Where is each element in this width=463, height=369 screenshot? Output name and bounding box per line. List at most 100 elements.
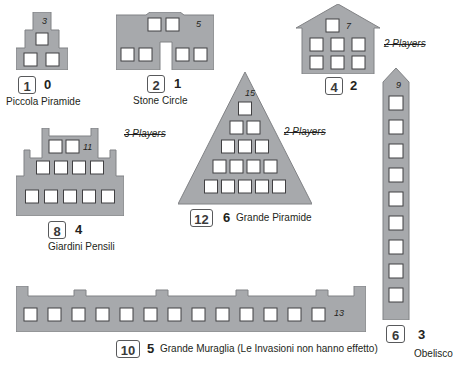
stage-slot	[310, 56, 323, 69]
stage-slot	[264, 160, 277, 173]
stage-slot	[213, 160, 226, 173]
stage-slot	[96, 308, 109, 321]
stage-slot	[72, 308, 85, 321]
stage-slot	[389, 96, 403, 110]
stone-circle-shape: 5	[116, 12, 214, 70]
wonder-name: Giardini Pensili	[48, 241, 115, 253]
stage-slot	[389, 144, 403, 158]
stage-slot	[46, 53, 59, 66]
stage-slot	[288, 308, 301, 321]
points-value: 5	[147, 341, 154, 356]
stage-slot	[24, 53, 37, 66]
stage-slot	[240, 308, 253, 321]
stage-slot	[205, 180, 218, 193]
stage-slot	[64, 190, 77, 203]
cost-box: 10	[116, 340, 140, 358]
grande-muraglia-shape: 13	[16, 286, 366, 332]
player-note: 2 Players	[384, 38, 426, 50]
slot-count: 5	[196, 19, 201, 29]
cost-box: 1	[18, 76, 36, 94]
stage-slot	[45, 190, 58, 203]
slot-count: 13	[334, 308, 344, 318]
stage-slot	[102, 190, 115, 203]
stage-slot	[83, 190, 96, 203]
stage-slot	[48, 308, 61, 321]
stage-slot	[389, 264, 403, 278]
points-value: 2	[350, 78, 357, 93]
points-value: 3	[418, 327, 425, 342]
stage-slot	[331, 56, 344, 69]
cost-number: 4	[330, 80, 337, 95]
stage-slot	[389, 168, 403, 182]
slot-count: 9	[396, 80, 401, 90]
stage-slot	[49, 140, 62, 153]
wonder-outline	[382, 68, 410, 320]
wonder-silhouette	[16, 286, 366, 332]
stage-slot	[239, 102, 252, 115]
cost-box: 6	[386, 325, 405, 343]
stage-slot	[326, 19, 339, 32]
stage-slot	[73, 161, 86, 174]
stage-slot	[36, 33, 48, 45]
stage-slot	[148, 18, 161, 31]
cost-box: 12	[190, 209, 213, 227]
stage-slot	[331, 38, 344, 51]
cost-number: 12	[194, 212, 208, 227]
stage-slot	[26, 190, 39, 203]
wonder-silhouette	[296, 4, 380, 74]
wonder-name: Stone Circle	[133, 95, 187, 107]
slot-count: 15	[245, 88, 255, 98]
stage-slot	[239, 140, 252, 153]
stage-slot	[24, 308, 37, 321]
stage-slot	[389, 192, 403, 206]
stage-slot	[168, 308, 181, 321]
wonder-outline	[16, 286, 366, 332]
stage-slot	[239, 180, 252, 193]
wonder-silhouette	[178, 72, 312, 204]
cost-number: 6	[392, 328, 399, 343]
cost-number: 8	[53, 224, 60, 239]
stage-slot	[144, 308, 157, 321]
stage-slot	[352, 56, 365, 69]
stage-slot	[216, 308, 229, 321]
points-value: 0	[44, 77, 51, 92]
stage-slot	[222, 180, 235, 193]
stage-slot	[247, 160, 260, 173]
stage-slot	[166, 18, 179, 31]
points-value: 4	[75, 222, 82, 237]
cost-box: 4	[325, 77, 343, 95]
stage-slot	[230, 121, 243, 134]
wonder-outline	[296, 4, 380, 74]
player-note: 2 Players	[284, 126, 326, 138]
stage-slot	[273, 180, 286, 193]
stage-slot	[256, 140, 269, 153]
stage-slot	[194, 48, 207, 61]
wonder-name: Obelisco	[414, 348, 453, 360]
cost-number: 1	[23, 79, 30, 94]
stage-slot	[120, 308, 133, 321]
slot-count: 3	[42, 16, 47, 26]
slot-count: 7	[346, 21, 351, 31]
stage-slot	[256, 180, 269, 193]
stage-slot	[352, 38, 365, 51]
cost-box: 8	[48, 221, 66, 239]
obelisco-shape: 9	[382, 68, 410, 320]
stage-slot	[37, 161, 50, 174]
cost-number: 2	[152, 78, 159, 93]
stage-slot	[230, 160, 243, 173]
stage-slot	[389, 240, 403, 254]
wonder-silhouette	[16, 128, 124, 216]
stage-slot	[312, 308, 325, 321]
wonder-name: Grande Piramide	[236, 212, 312, 224]
points-value: 6	[223, 210, 230, 225]
stage-slot	[91, 161, 104, 174]
points-value: 1	[174, 76, 181, 91]
stage-slot	[264, 308, 277, 321]
stage-slot	[389, 288, 403, 302]
player-note: 3 Players	[124, 128, 166, 140]
stage-slot	[389, 216, 403, 230]
wonder-name: Piccola Piramide	[6, 96, 80, 108]
stage-slot	[66, 140, 79, 153]
tempio-shape: 7	[296, 4, 380, 74]
